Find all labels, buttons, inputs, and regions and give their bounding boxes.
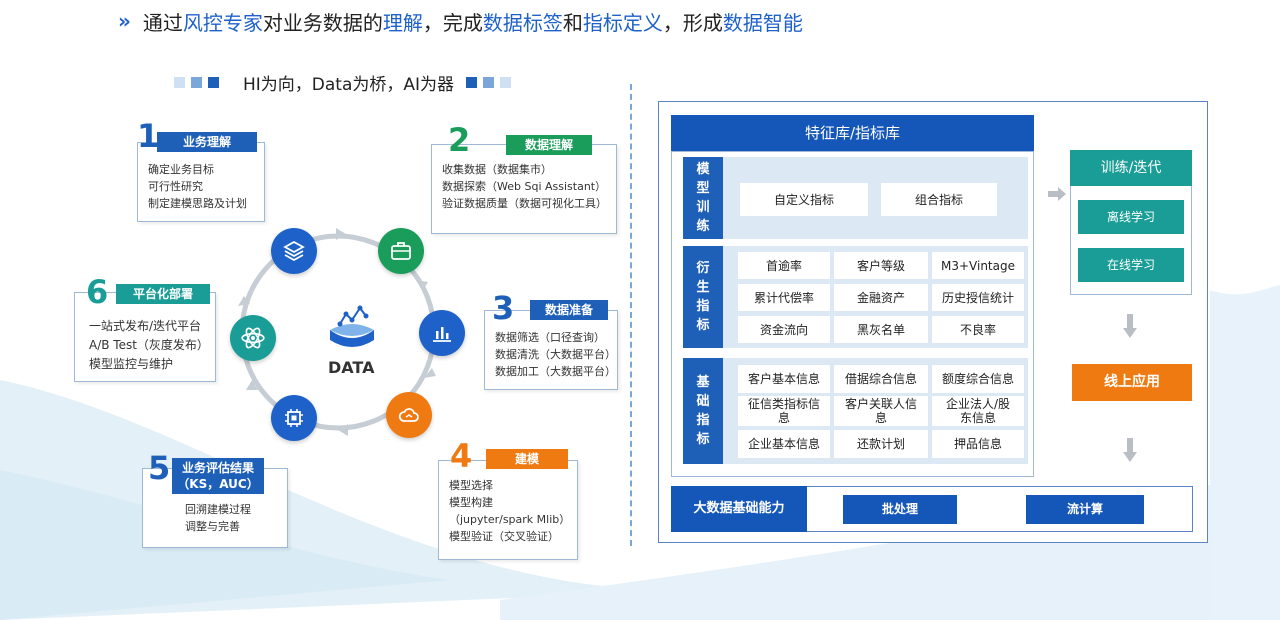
stage-label: 业务评估结果 （KS，AUC） <box>172 458 264 494</box>
indicator-cell: 历史授信统计 <box>932 284 1024 311</box>
indicator-cell: 征信类指标信 息 <box>738 396 830 426</box>
indicator-cell: 首逾率 <box>738 252 830 279</box>
stage-items: 一站式发布/迭代平台 A/B Test（灰度发布） 模型监控与维护 <box>89 319 209 371</box>
briefcase-node <box>378 228 424 274</box>
motto-text: HI为向，Data为桥，AI为器 <box>243 74 455 95</box>
atom-node <box>230 315 276 361</box>
motto: HI为向，Data为桥，AI为器 <box>174 70 517 95</box>
indicator-cell: 资金流向 <box>738 316 830 343</box>
arrow-right-icon <box>1048 187 1066 201</box>
indicator-cell: 累计代偿率 <box>738 284 830 311</box>
atom-icon <box>241 327 265 349</box>
cloud-node <box>386 392 432 438</box>
indicator-cell: 借据综合信息 <box>834 365 928 393</box>
decor-square <box>483 76 495 88</box>
page-title: » 通过风控专家对业务数据的理解，完成数据标签和指标定义，形成数据智能 <box>118 6 803 36</box>
layers-node <box>271 228 317 274</box>
stage-items: 模型选择 模型构建 （jupyter/spark Mlib） 模型验证（交叉验证… <box>449 479 571 543</box>
stage-number: 3 <box>492 289 515 327</box>
stage-items: 确定业务目标 可行性研究 制定建模思路及计划 <box>148 163 247 210</box>
stream-computing-button[interactable]: 流计算 <box>1026 495 1144 524</box>
bar-chart-icon <box>433 327 451 342</box>
layers-icon <box>283 240 305 262</box>
stage-items: 数据筛选（口径查询） 数据清洗（大数据平台） 数据加工（大数据平台） <box>495 331 616 378</box>
cloud-icon <box>398 408 419 422</box>
indicator-cell: 企业基本信息 <box>738 430 830 458</box>
arrow-down-icon <box>1123 438 1137 462</box>
decor-square <box>174 76 185 88</box>
section-label-basic: 基 础 指 标 <box>683 358 723 464</box>
stage-items: 回溯建模过程 调整与完善 <box>185 503 251 533</box>
bigdata-label: 大数据基础能力 <box>671 486 807 532</box>
indicator-cell: 黑灰名单 <box>834 316 928 343</box>
title-text: 通过风控专家对业务数据的理解，完成数据标签和指标定义，形成数据智能 <box>142 10 803 35</box>
chip-icon <box>285 409 303 427</box>
offline-learning-button[interactable]: 离线学习 <box>1078 200 1184 234</box>
chip-node <box>271 395 317 441</box>
decor-square <box>208 76 219 88</box>
stage-label: 数据理解 <box>506 135 592 155</box>
stage-number: 6 <box>86 273 109 311</box>
indicator-cell: M3+Vintage <box>932 252 1024 279</box>
indicator-cell: 企业法人/股 东信息 <box>932 396 1024 426</box>
stage-number: 5 <box>148 449 171 487</box>
feature-store-title: 特征库/指标库 <box>671 115 1034 151</box>
data-icon <box>330 305 374 347</box>
decor-square <box>500 76 512 88</box>
dashed-divider <box>630 84 632 546</box>
indicator-cell: 客户关联人信 息 <box>834 396 928 426</box>
indicator-cell: 金融资产 <box>834 284 928 311</box>
decor-square <box>466 76 478 88</box>
stage-card-3: 数据筛选（口径查询） 数据清洗（大数据平台） 数据加工（大数据平台） <box>484 310 618 390</box>
indicator-cell: 不良率 <box>932 316 1024 343</box>
training-title: 训练/迭代 <box>1070 150 1192 186</box>
section-label-model-training: 模 型 训 练 <box>683 157 723 239</box>
indicator-cell: 还款计划 <box>834 430 928 458</box>
indicator-cell: 额度综合信息 <box>932 365 1024 393</box>
stage-items: 收集数据（数据集市） 数据探索（Web Sqi Assistant） 验证数据质… <box>442 163 607 210</box>
stage-number: 2 <box>448 121 471 159</box>
bar-chart-node <box>419 310 465 356</box>
indicator-cell: 自定义指标 <box>740 183 868 216</box>
online-application-box: 线上应用 <box>1072 364 1192 401</box>
stage-card-4: 模型选择 模型构建 （jupyter/spark Mlib） 模型验证（交叉验证… <box>438 460 578 560</box>
chevron-right-icon: » <box>118 9 131 33</box>
stage-label: 平台化部署 <box>116 284 210 304</box>
section-label-derived: 衍 生 指 标 <box>683 246 723 348</box>
arrow-down-icon <box>1123 314 1137 338</box>
indicator-cell: 客户等级 <box>834 252 928 279</box>
indicator-cell: 组合指标 <box>881 183 997 216</box>
briefcase-icon <box>391 242 411 260</box>
stage-card-2: 收集数据（数据集市） 数据探索（Web Sqi Assistant） 验证数据质… <box>431 144 617 234</box>
decor-square <box>191 76 202 88</box>
stage-label: 建模 <box>486 449 568 469</box>
stage-number: 4 <box>450 437 473 475</box>
stage-number: 1 <box>137 117 160 155</box>
stage-card-6: 一站式发布/迭代平台 A/B Test（灰度发布） 模型监控与维护 <box>74 292 216 382</box>
stage-label: 业务理解 <box>157 132 257 152</box>
batch-processing-button[interactable]: 批处理 <box>843 495 957 524</box>
center-label: DATA <box>328 358 375 377</box>
stage-card-1: 确定业务目标 可行性研究 制定建模思路及计划 <box>137 142 265 222</box>
online-learning-button[interactable]: 在线学习 <box>1078 248 1184 282</box>
indicator-cell: 客户基本信息 <box>738 365 830 393</box>
indicator-cell: 押品信息 <box>932 430 1024 458</box>
stage-label: 数据准备 <box>530 300 608 320</box>
